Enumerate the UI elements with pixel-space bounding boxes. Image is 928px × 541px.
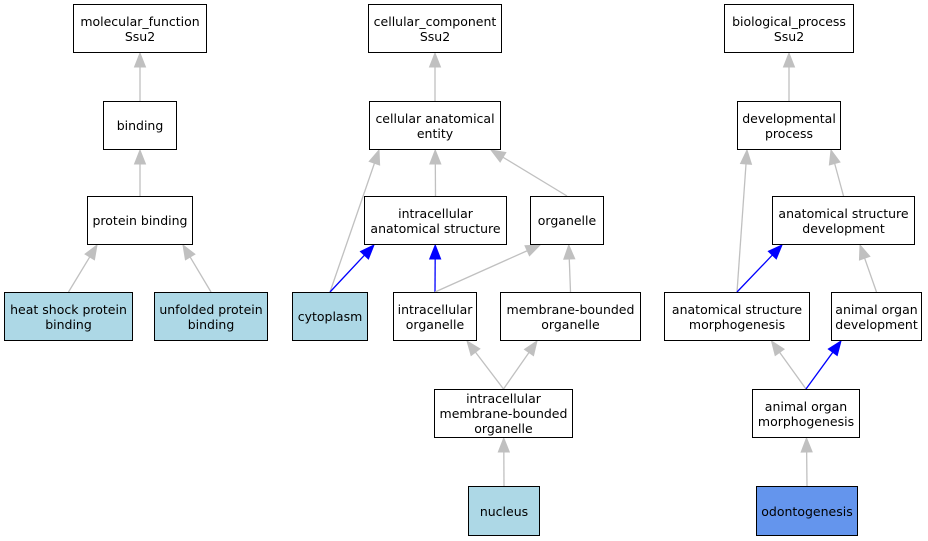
- arrowhead-cae-to-cc_root: [428, 51, 442, 68]
- node-label: cellular_component Ssu2: [373, 13, 497, 44]
- arrowhead-protein_binding-to-binding: [133, 148, 147, 165]
- node-nucleus[interactable]: nucleus: [468, 486, 540, 536]
- arrowhead-asm-to-asd: [767, 244, 783, 260]
- node-anatomical-structure-development[interactable]: anatomical structure development: [772, 196, 915, 245]
- edge-imbo-to-mbo: [502, 352, 530, 390]
- arrowhead-asd-to-dev_proc: [828, 148, 841, 166]
- edge-cytoplasm-to-ias: [329, 254, 365, 293]
- node-label: biological_process Ssu2: [732, 13, 846, 44]
- arrowhead-intra_org-to-organelle: [524, 244, 542, 257]
- edge-aom-to-asm: [779, 351, 807, 390]
- node-label: protein binding: [92, 213, 188, 228]
- node-animal-organ-morphogenesis[interactable]: animal organ morphogenesis: [752, 389, 860, 438]
- arrowhead-ias-to-cae: [429, 148, 442, 165]
- arrowhead-organelle-to-cae: [489, 149, 507, 163]
- node-intracellular-organelle[interactable]: intracellular organelle: [393, 292, 477, 341]
- node-binding[interactable]: binding: [103, 101, 177, 150]
- node-cytoplasm[interactable]: cytoplasm: [292, 292, 368, 341]
- arrowhead-cytoplasm-to-cae: [368, 148, 381, 166]
- node-label: organelle: [537, 213, 597, 228]
- edge-organelle-to-cae: [502, 156, 568, 197]
- edge-asd-to-dev_proc: [834, 163, 845, 197]
- arrowhead-aom-to-aod: [827, 339, 842, 357]
- edge-imbo-to-intra_org: [474, 351, 505, 390]
- arrowhead-aom-to-asm: [770, 339, 786, 357]
- node-anatomical-structure-morphogenesis[interactable]: anatomical structure morphogenesis: [664, 292, 810, 341]
- arrowhead-imbo-to-mbo: [523, 339, 538, 357]
- arrowhead-dev_proc-to-bp_root: [782, 51, 796, 68]
- node-label: intracellular organelle: [397, 301, 473, 332]
- node-odontogenesis[interactable]: odontogenesis: [756, 486, 858, 536]
- node-protein-binding[interactable]: protein binding: [87, 196, 193, 245]
- arrowhead-unfolded-to-protein_binding: [182, 243, 196, 261]
- arrowhead-intra_org-to-ias: [428, 243, 442, 260]
- node-label: animal organ development: [835, 301, 918, 332]
- node-animal-organ-development[interactable]: animal organ development: [831, 292, 922, 341]
- node-label: binding: [116, 118, 164, 133]
- edge-cytoplasm-to-cae: [329, 163, 376, 293]
- arrowhead-heat_shock-to-protein_binding: [84, 243, 98, 261]
- node-organelle[interactable]: organelle: [530, 196, 604, 245]
- edge-unfolded-to-protein_binding: [189, 256, 212, 293]
- node-label: animal organ morphogenesis: [757, 398, 855, 429]
- arrowhead-cytoplasm-to-ias: [359, 244, 375, 260]
- node-biological-process[interactable]: biological_process Ssu2: [724, 4, 854, 53]
- node-label: odontogenesis: [761, 503, 853, 519]
- node-molecular-function[interactable]: molecular_function Ssu2: [73, 4, 207, 53]
- edge-heat_shock-to-protein_binding: [67, 256, 91, 293]
- arrowhead-asm-to-dev_proc: [739, 148, 753, 165]
- arrowhead-aod-to-asd: [858, 243, 871, 261]
- node-intracellular-membrane-bounded-organelle[interactable]: intracellular membrane-bounded organelle: [434, 389, 573, 438]
- edge-aod-to-asd: [864, 257, 878, 293]
- node-label: anatomical structure morphogenesis: [671, 301, 803, 332]
- arrowhead-binding-to-mf_root: [133, 51, 147, 68]
- edge-mbo-to-organelle: [568, 258, 572, 293]
- arrowhead-odonto-to-aom: [800, 436, 813, 453]
- edge-aom-to-aod: [805, 351, 834, 390]
- edge-asm-to-asd: [736, 254, 773, 293]
- edge-intra_org-to-organelle: [434, 250, 528, 293]
- arrowhead-imbo-to-intra_org: [466, 339, 481, 357]
- node-label: developmental process: [742, 110, 836, 141]
- node-label: cytoplasm: [297, 309, 363, 324]
- node-developmental-process[interactable]: developmental process: [737, 101, 841, 150]
- edge-asm-to-dev_proc: [736, 163, 747, 293]
- node-label: anatomical structure development: [778, 205, 909, 236]
- node-unfolded-protein-binding[interactable]: unfolded protein binding: [154, 292, 268, 341]
- node-label: intracellular membrane-bounded organelle: [439, 391, 568, 436]
- arrowhead-nucleus-to-imbo: [497, 436, 511, 453]
- node-label: nucleus: [479, 503, 529, 519]
- node-heat-shock-protein-binding[interactable]: heat shock protein binding: [4, 292, 133, 341]
- node-label: heat shock protein binding: [10, 301, 127, 332]
- node-label: unfolded protein binding: [159, 301, 263, 332]
- node-membrane-bounded-organelle[interactable]: membrane-bounded organelle: [500, 292, 641, 341]
- node-cellular-anatomical-entity[interactable]: cellular anatomical entity: [369, 101, 501, 150]
- node-label: intracellular anatomical structure: [370, 205, 501, 236]
- arrowhead-mbo-to-organelle: [563, 243, 576, 260]
- node-intracellular-anatomical-structure[interactable]: intracellular anatomical structure: [364, 196, 507, 245]
- node-label: membrane-bounded organelle: [506, 301, 635, 332]
- node-label: cellular anatomical entity: [375, 110, 495, 141]
- node-label: molecular_function Ssu2: [80, 13, 200, 44]
- node-cellular-component[interactable]: cellular_component Ssu2: [368, 4, 502, 53]
